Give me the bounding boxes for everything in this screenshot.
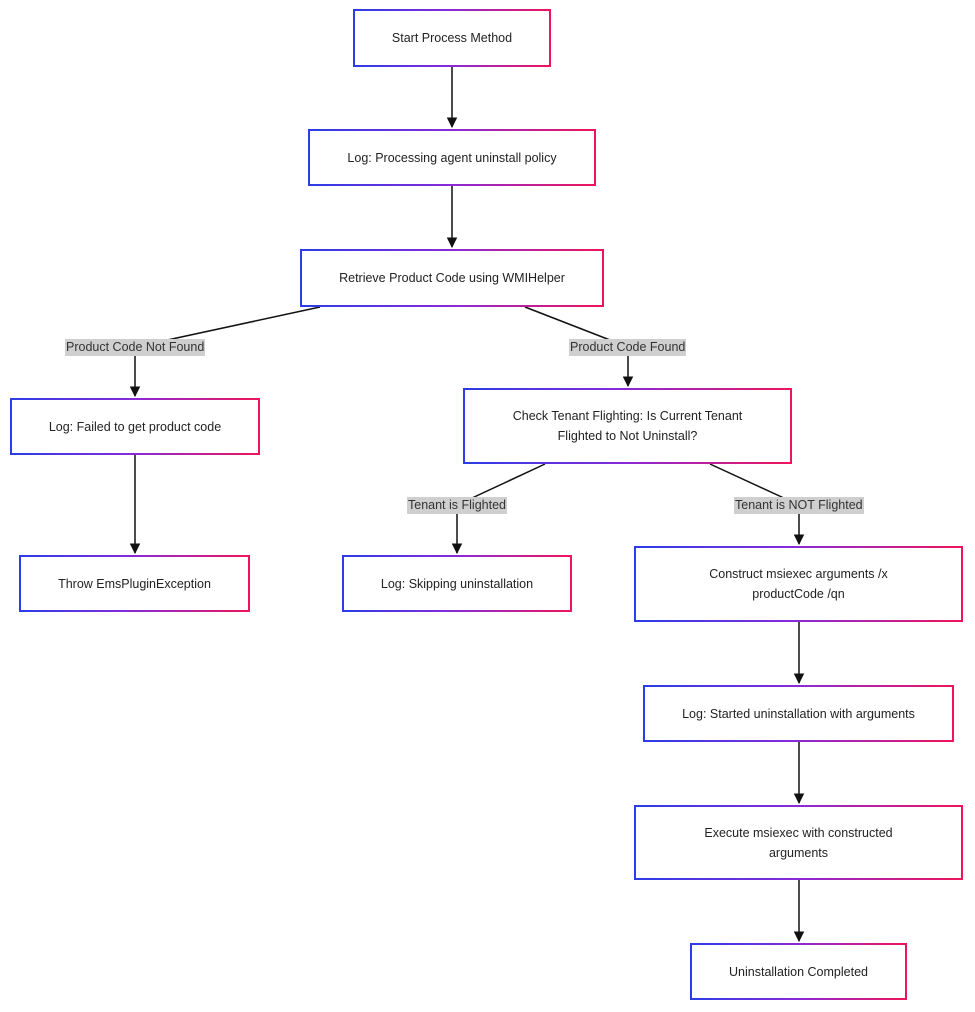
node-execute-msiexec: Execute msiexec with constructed argumen… xyxy=(634,805,963,880)
node-check-tenant-flighting: Check Tenant Flighting: Is Current Tenan… xyxy=(463,388,792,464)
edge-label-product-code-found: Product Code Found xyxy=(569,339,687,356)
node-log-failed: Log: Failed to get product code xyxy=(10,398,260,455)
node-log-skipping: Log: Skipping uninstallation xyxy=(342,555,572,612)
edge-label-tenant-is-not-flighted: Tenant is NOT Flighted xyxy=(734,497,864,514)
node-log-started: Log: Started uninstallation with argumen… xyxy=(643,685,954,742)
node-uninstallation-completed: Uninstallation Completed xyxy=(690,943,907,1000)
edge-label-product-code-not-found: Product Code Not Found xyxy=(65,339,206,356)
edge-label-tenant-is-flighted: Tenant is Flighted xyxy=(407,497,507,514)
node-construct-arguments: Construct msiexec arguments /x productCo… xyxy=(634,546,963,622)
node-log-processing: Log: Processing agent uninstall policy xyxy=(308,129,596,186)
node-throw-exception: Throw EmsPluginException xyxy=(19,555,250,612)
node-start: Start Process Method xyxy=(353,9,551,67)
node-retrieve-product-code: Retrieve Product Code using WMIHelper xyxy=(300,249,604,307)
